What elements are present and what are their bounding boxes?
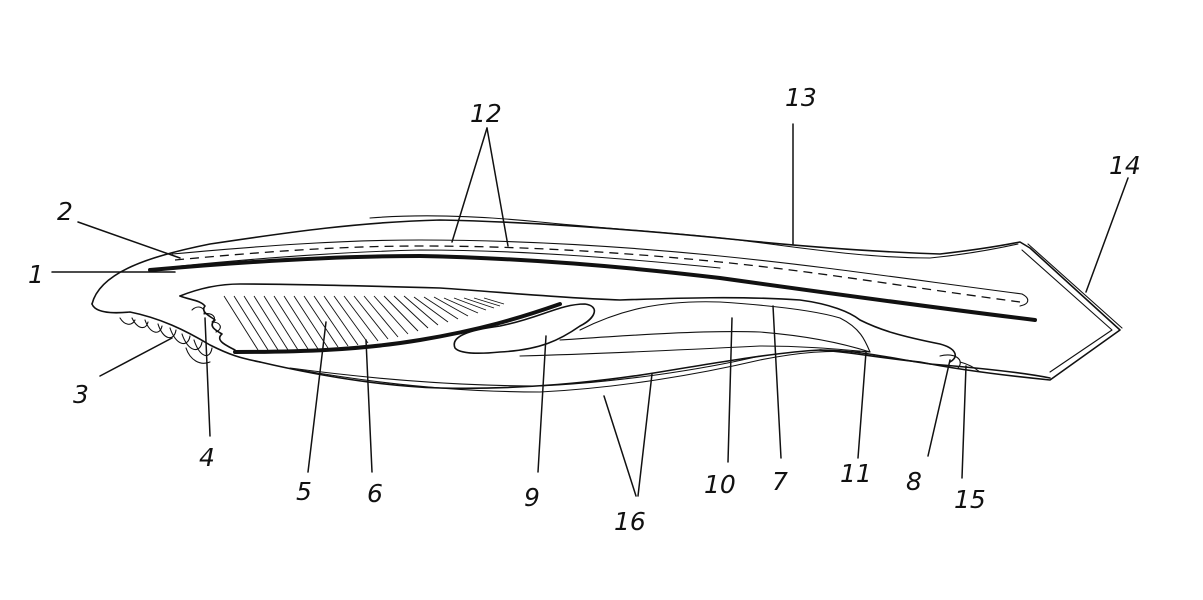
pharynx — [179, 283, 956, 363]
label-13: 13 — [785, 83, 817, 112]
leader-2 — [77, 221, 181, 259]
leader-14 — [1085, 177, 1129, 293]
label-9: 9 — [524, 483, 540, 512]
leader-8 — [927, 359, 951, 457]
leader-16b — [637, 373, 653, 497]
label-5: 5 — [296, 477, 312, 506]
label-6: 6 — [367, 479, 383, 508]
leader-10 — [727, 317, 733, 463]
label-12: 12 — [470, 99, 502, 128]
leader-5 — [307, 321, 327, 473]
leader-11 — [857, 351, 867, 459]
nerve-cord — [171, 239, 1029, 307]
label-2: 2 — [57, 197, 73, 226]
number-labels: 1 2 3 4 5 6 7 8 9 10 11 12 13 14 15 16 — [28, 83, 1141, 536]
body-outline — [91, 215, 1123, 393]
label-10: 10 — [704, 470, 736, 499]
anus — [959, 361, 981, 373]
intestine — [519, 301, 871, 357]
leader-9 — [537, 335, 547, 473]
label-3: 3 — [73, 380, 89, 409]
label-4: 4 — [199, 443, 215, 472]
label-15: 15 — [954, 485, 986, 514]
label-11: 11 — [840, 459, 872, 488]
leader-4 — [204, 317, 211, 437]
hepatic-caecum — [453, 303, 596, 354]
leader-6 — [365, 339, 373, 473]
label-1: 1 — [28, 260, 44, 289]
leader-7 — [772, 305, 782, 459]
notochord — [148, 249, 1037, 322]
label-8: 8 — [906, 467, 922, 496]
leader-12a — [451, 127, 488, 243]
leader-15 — [961, 365, 967, 479]
label-14: 14 — [1109, 151, 1141, 180]
label-16: 16 — [614, 507, 646, 536]
leader-lines — [51, 123, 1129, 497]
atriopore — [939, 354, 961, 369]
leader-3 — [99, 337, 173, 377]
label-7: 7 — [772, 467, 788, 496]
leader-16a — [603, 395, 637, 497]
velar-tentacles — [191, 306, 221, 333]
leader-12b — [486, 127, 509, 247]
